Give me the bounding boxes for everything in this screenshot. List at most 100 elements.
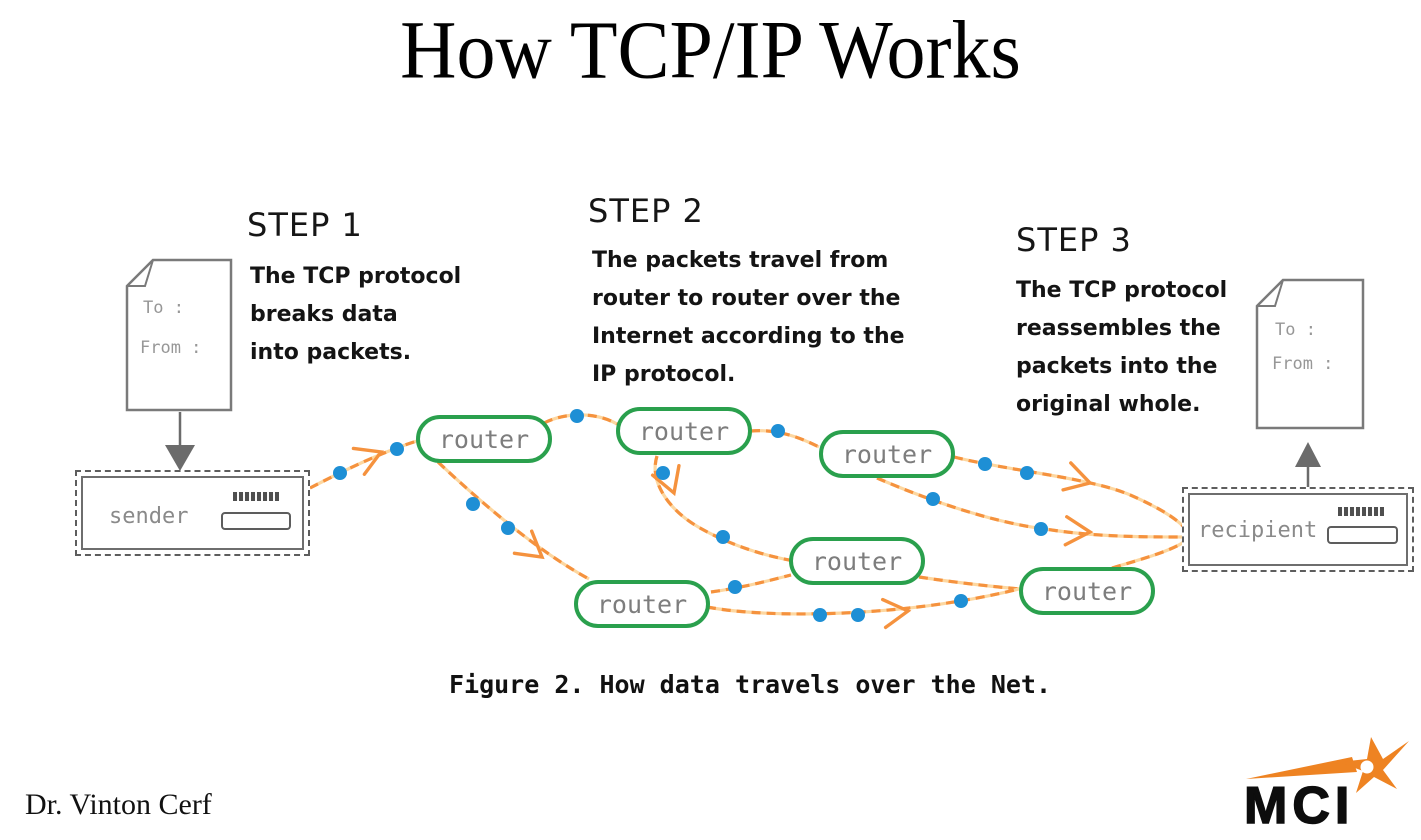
document-outline: [125, 258, 233, 412]
document-fold-icon: [127, 259, 154, 287]
network-edge: [953, 455, 1186, 529]
step3-line: packets into the: [1016, 354, 1218, 379]
network-edge: [1111, 540, 1185, 570]
step2-line: IP protocol.: [592, 362, 736, 387]
document-fold-icon: [1257, 279, 1284, 307]
packet-dot: [656, 466, 670, 480]
packet-dot: [954, 594, 968, 608]
packet-dot: [466, 497, 480, 511]
logo-text: MCI: [1243, 777, 1355, 835]
sender-label: sender: [109, 504, 189, 529]
router-label: router: [841, 439, 933, 469]
step1-line: The TCP protocol: [250, 264, 462, 289]
arrow-head-icon: [1061, 461, 1094, 492]
network-edge: [436, 460, 590, 581]
vent-stripes-icon: [1338, 507, 1384, 516]
network-edge: [710, 573, 792, 594]
step1-line: into packets.: [250, 340, 412, 365]
step3-label: STEP 3: [1016, 221, 1132, 259]
sender-document: To : From :: [125, 258, 233, 412]
doc-from-label: From :: [1272, 354, 1334, 374]
document-page-icon: [125, 258, 233, 412]
arrow-head-down-icon: [165, 445, 195, 471]
packet-dot: [851, 608, 865, 622]
arrow-head-icon: [650, 463, 681, 497]
packet-dot: [728, 580, 742, 594]
page-title: How TCP/IP Works: [400, 3, 1021, 96]
router-label: router: [638, 416, 730, 446]
router-node-6: router: [1019, 567, 1155, 615]
router-node-2: router: [616, 407, 752, 455]
author-credit: Dr. Vinton Cerf: [25, 788, 212, 821]
sender-box: sender: [75, 470, 310, 556]
router-label: router: [1041, 576, 1133, 606]
network-edge: [309, 439, 418, 490]
doc-to-label: To :: [143, 298, 184, 318]
disk-slot-icon: [221, 512, 291, 530]
logo-star-notch: [1360, 760, 1374, 774]
arrowheads: [351, 446, 1094, 630]
step2-line: Internet according to the: [592, 324, 905, 349]
document-outline: [1255, 278, 1365, 430]
doc-from-label: From :: [140, 338, 202, 358]
arrow-head-icon: [512, 529, 545, 560]
step2-line: The packets travel from: [592, 248, 889, 273]
arrow-head-icon: [880, 597, 912, 630]
doc-to-label: To :: [1275, 320, 1316, 340]
packet-dot: [926, 492, 940, 506]
router-label: router: [596, 589, 688, 619]
logo-swoosh: [1246, 757, 1357, 779]
arrow-head-icon: [351, 446, 385, 476]
network-edge: [750, 429, 820, 449]
step3-line: The TCP protocol: [1016, 278, 1228, 303]
packet-dot: [570, 409, 584, 423]
step1-text: The TCP protocol breaks data into packet…: [250, 258, 461, 372]
vent-stripes-icon: [233, 492, 279, 501]
network-edge: [1111, 540, 1185, 570]
disk-slot-icon: [1327, 526, 1398, 544]
mci-star-swoosh-icon: [1246, 737, 1409, 793]
step2-line: router to router over the: [592, 286, 901, 311]
packet-dot: [501, 521, 515, 535]
packet-dots: [333, 409, 1048, 622]
router-label: router: [811, 546, 903, 576]
router-node-4: router: [789, 537, 925, 585]
step3-line: original whole.: [1016, 392, 1201, 417]
figure-caption: Figure 2. How data travels over the Net.: [448, 670, 1052, 699]
packet-dot: [771, 424, 785, 438]
router-node-1: router: [416, 415, 552, 463]
packet-dot: [978, 457, 992, 471]
step3-line: reassembles the: [1016, 316, 1221, 341]
network-edge: [653, 455, 795, 563]
network-edge: [436, 460, 590, 581]
packet-dot: [1020, 466, 1034, 480]
logo-star: [1339, 737, 1409, 793]
router-label: router: [438, 424, 530, 454]
step3-text: The TCP protocol reassembles the packets…: [1016, 272, 1227, 424]
arrow-head-up-icon: [1295, 442, 1321, 467]
step1-label: STEP 1: [247, 206, 363, 244]
recipient-box: recipient: [1182, 487, 1414, 572]
document-page-icon: [1255, 278, 1365, 430]
step2-label: STEP 2: [588, 192, 704, 230]
step1-line: breaks data: [250, 302, 398, 327]
doc-to-sender-arrow-icon: [165, 412, 195, 471]
packet-dot: [716, 530, 730, 544]
arrow-head-icon: [1063, 515, 1094, 547]
network-edge: [653, 455, 795, 563]
packet-dot: [813, 608, 827, 622]
network-edge: [706, 587, 1020, 616]
recipient-label: recipient: [1198, 518, 1318, 543]
network-edge: [876, 476, 1184, 539]
network-edge: [710, 573, 792, 594]
router-node-5: router: [574, 580, 710, 628]
packet-dot: [1034, 522, 1048, 536]
network-edge: [918, 575, 1021, 591]
recipient-to-doc-arrow-icon: [1295, 442, 1321, 487]
packet-dot: [390, 442, 404, 456]
network-edge: [876, 476, 1184, 539]
step2-text: The packets travel from router to router…: [592, 242, 905, 394]
recipient-document: To : From :: [1255, 278, 1365, 430]
